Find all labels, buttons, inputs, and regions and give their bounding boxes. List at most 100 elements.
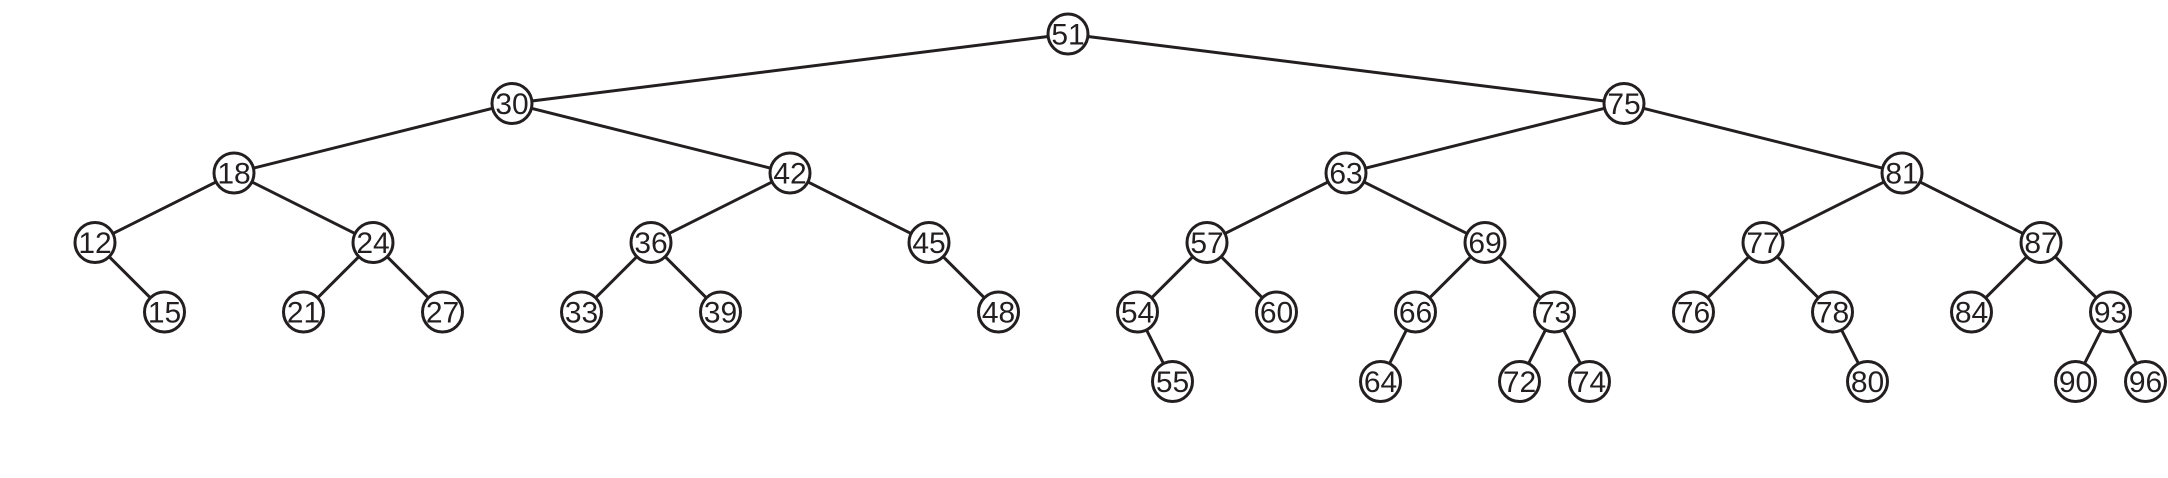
node-circle [1811, 290, 1854, 334]
tree-node-63: 63 [1324, 151, 1368, 195]
node-circle [1324, 151, 1368, 195]
tree-node-36: 36 [629, 221, 673, 264]
node-label: 66 [1399, 297, 1432, 330]
node-label: 78 [1816, 297, 1849, 330]
tree-node-66: 66 [1394, 290, 1437, 334]
node-circle [143, 290, 186, 334]
node-label: 73 [1538, 297, 1571, 330]
edge-42-45 [807, 180, 912, 235]
tree-node-84: 84 [1950, 290, 1993, 334]
node-label: 54 [1121, 297, 1154, 330]
tree-node-74: 74 [1568, 360, 1611, 403]
node-circle [1255, 290, 1298, 334]
tree-edges [108, 34, 2138, 365]
tree-node-57: 57 [1185, 221, 1229, 264]
tree-node-77: 77 [1741, 221, 1785, 264]
node-circle [560, 290, 603, 334]
node-circle [1151, 360, 1194, 403]
edge-93-90 [2083, 329, 2103, 365]
node-circle [1046, 12, 1090, 56]
node-label: 30 [495, 88, 528, 121]
node-circle [1846, 360, 1889, 403]
tree-node-90: 90 [2054, 360, 2097, 403]
edge-75-63 [1365, 106, 1605, 170]
node-label: 12 [78, 227, 111, 260]
node-label: 76 [1677, 297, 1710, 330]
edge-30-42 [531, 106, 771, 170]
tree-node-81: 81 [1880, 151, 1924, 195]
tree-node-42: 42 [768, 151, 812, 195]
edge-45-48 [942, 255, 986, 299]
node-label: 45 [912, 227, 945, 260]
tree-node-21: 21 [282, 290, 325, 334]
tree-node-15: 15 [143, 290, 186, 334]
node-circle [1950, 290, 1993, 334]
node-label: 69 [1468, 227, 1501, 260]
node-circle [907, 221, 951, 264]
node-circle [1359, 360, 1402, 403]
tree-node-60: 60 [1255, 290, 1298, 334]
node-label: 75 [1607, 88, 1640, 121]
node-circle [1672, 290, 1715, 334]
node-circle [699, 290, 742, 334]
node-label: 21 [287, 297, 320, 330]
edge-69-73 [1498, 255, 1542, 299]
node-label: 48 [982, 297, 1015, 330]
node-circle [2089, 290, 2132, 334]
node-circle [1116, 290, 1159, 334]
tree-node-64: 64 [1359, 360, 1402, 403]
node-circle [282, 290, 325, 334]
edge-63-69 [1363, 180, 1468, 235]
edge-18-12 [112, 180, 217, 235]
node-label: 55 [1156, 366, 1189, 399]
tree-node-12: 12 [73, 221, 117, 264]
node-label: 93 [2094, 297, 2127, 330]
tree-node-51: 51 [1046, 12, 1090, 56]
tree-node-27: 27 [421, 290, 464, 334]
tree-node-69: 69 [1463, 221, 1507, 264]
edge-24-27 [386, 255, 430, 299]
tree-node-72: 72 [1498, 360, 1541, 403]
edge-81-87 [1919, 180, 2024, 235]
node-circle [1185, 221, 1229, 264]
node-circle [1741, 221, 1785, 264]
node-label: 63 [1329, 158, 1362, 191]
edge-36-33 [594, 255, 638, 299]
tree-node-78: 78 [1811, 290, 1854, 334]
tree-node-30: 30 [490, 82, 534, 125]
node-label: 90 [2059, 366, 2092, 399]
edge-63-57 [1224, 180, 1329, 235]
tree-node-39: 39 [699, 290, 742, 334]
node-circle [212, 151, 256, 195]
node-circle [977, 290, 1020, 334]
edge-87-84 [1984, 255, 2028, 299]
edge-51-75 [1087, 34, 1605, 103]
tree-node-87: 87 [2019, 221, 2063, 264]
edge-87-93 [2054, 255, 2098, 299]
tree-node-55: 55 [1151, 360, 1194, 403]
edge-51-30 [531, 34, 1049, 103]
edge-30-18 [253, 106, 493, 170]
tree-node-75: 75 [1602, 82, 1646, 125]
node-label: 60 [1260, 297, 1293, 330]
node-label: 77 [1746, 227, 1779, 260]
tree-node-45: 45 [907, 221, 951, 264]
node-circle [1602, 82, 1646, 125]
node-circle [2054, 360, 2097, 403]
tree-node-76: 76 [1672, 290, 1715, 334]
tree-node-73: 73 [1533, 290, 1576, 334]
node-circle [490, 82, 534, 125]
edge-57-60 [1220, 255, 1264, 299]
node-label: 96 [2129, 366, 2162, 399]
edge-57-54 [1150, 255, 1194, 299]
tree-node-80: 80 [1846, 360, 1889, 403]
tree-node-18: 18 [212, 151, 256, 195]
edge-54-55 [1145, 329, 1165, 365]
node-label: 72 [1503, 366, 1536, 399]
node-circle [1880, 151, 1924, 195]
node-circle [629, 221, 673, 264]
node-label: 27 [426, 297, 459, 330]
node-circle [1568, 360, 1611, 403]
edge-78-80 [1840, 329, 1860, 365]
tree-node-48: 48 [977, 290, 1020, 334]
